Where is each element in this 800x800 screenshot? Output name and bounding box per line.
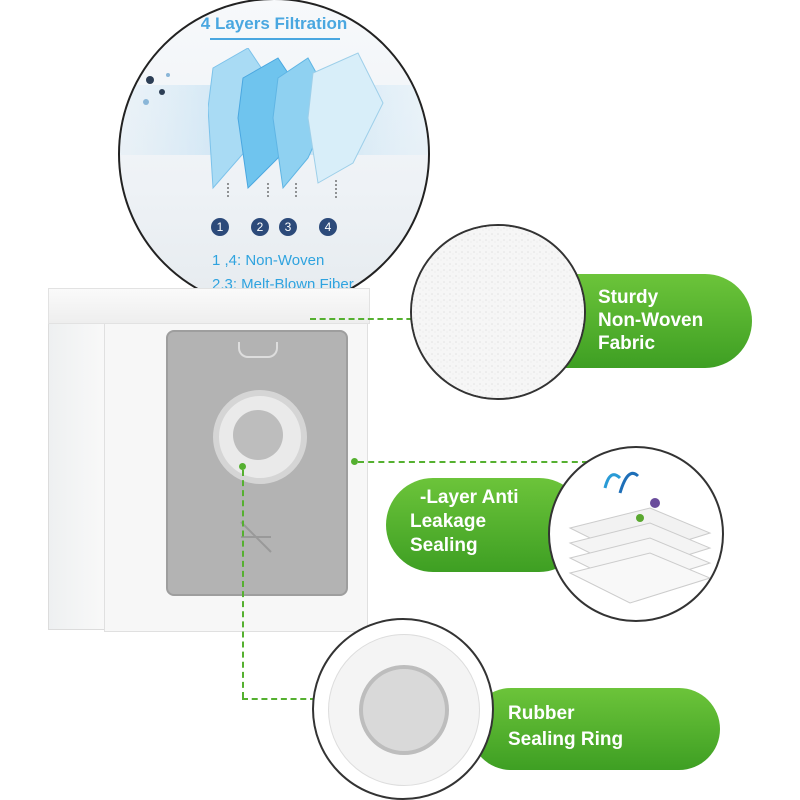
- layer-badge-1: 1: [211, 218, 229, 236]
- fabric-line-1: Sturdy: [598, 287, 659, 308]
- connector-dot-leakage: [351, 458, 358, 465]
- bag-opening-hole: [233, 410, 283, 460]
- fabric-closeup-image: [410, 224, 586, 400]
- plate-tab: [238, 342, 278, 358]
- ring-line-2: Sealing Ring: [508, 729, 624, 750]
- layer-badge-4: 4: [319, 218, 337, 236]
- layer-badge-3: 3: [279, 218, 297, 236]
- bag-cardboard-plate: [166, 330, 348, 596]
- connector-ring-horizontal: [242, 698, 316, 700]
- connector-leakage: [358, 461, 588, 463]
- filtration-diagram: 4 Layers Filtration 1 2 3 4 1 ,4: Non-Wo…: [118, 0, 430, 310]
- title-underline: [210, 38, 340, 40]
- rubber-ring-hole: [359, 665, 449, 755]
- leakage-line-3: Sealing: [410, 535, 478, 556]
- bag-opening: [213, 390, 307, 484]
- fabric-line-2: Non-Woven: [598, 310, 704, 331]
- filtration-title: 4 Layers Filtration: [200, 14, 348, 33]
- legend-non-woven: 1 ,4: Non-Woven: [212, 252, 325, 269]
- rubber-ring: [328, 634, 480, 786]
- leakage-line-1: -Layer Anti: [420, 487, 519, 508]
- layers-closeup-image: [548, 446, 724, 622]
- layer-badge-2: 2: [251, 218, 269, 236]
- connector-fabric: [310, 318, 422, 320]
- ring-closeup-image: [312, 618, 494, 800]
- ring-line-1: Rubber: [508, 703, 575, 724]
- connector-ring-vertical: [242, 470, 244, 698]
- ring-callout: Rubber Sealing Ring: [470, 688, 720, 770]
- fabric-texture: [412, 226, 584, 398]
- plate-x-mark: [240, 521, 272, 553]
- connector-dot-ring: [239, 463, 246, 470]
- stacked-layers-illustration: [568, 471, 712, 604]
- bag-side-panel: [48, 298, 108, 630]
- filter-layers: [208, 48, 384, 198]
- fabric-line-3: Fabric: [598, 333, 656, 354]
- leakage-line-2: Leakage: [410, 511, 487, 532]
